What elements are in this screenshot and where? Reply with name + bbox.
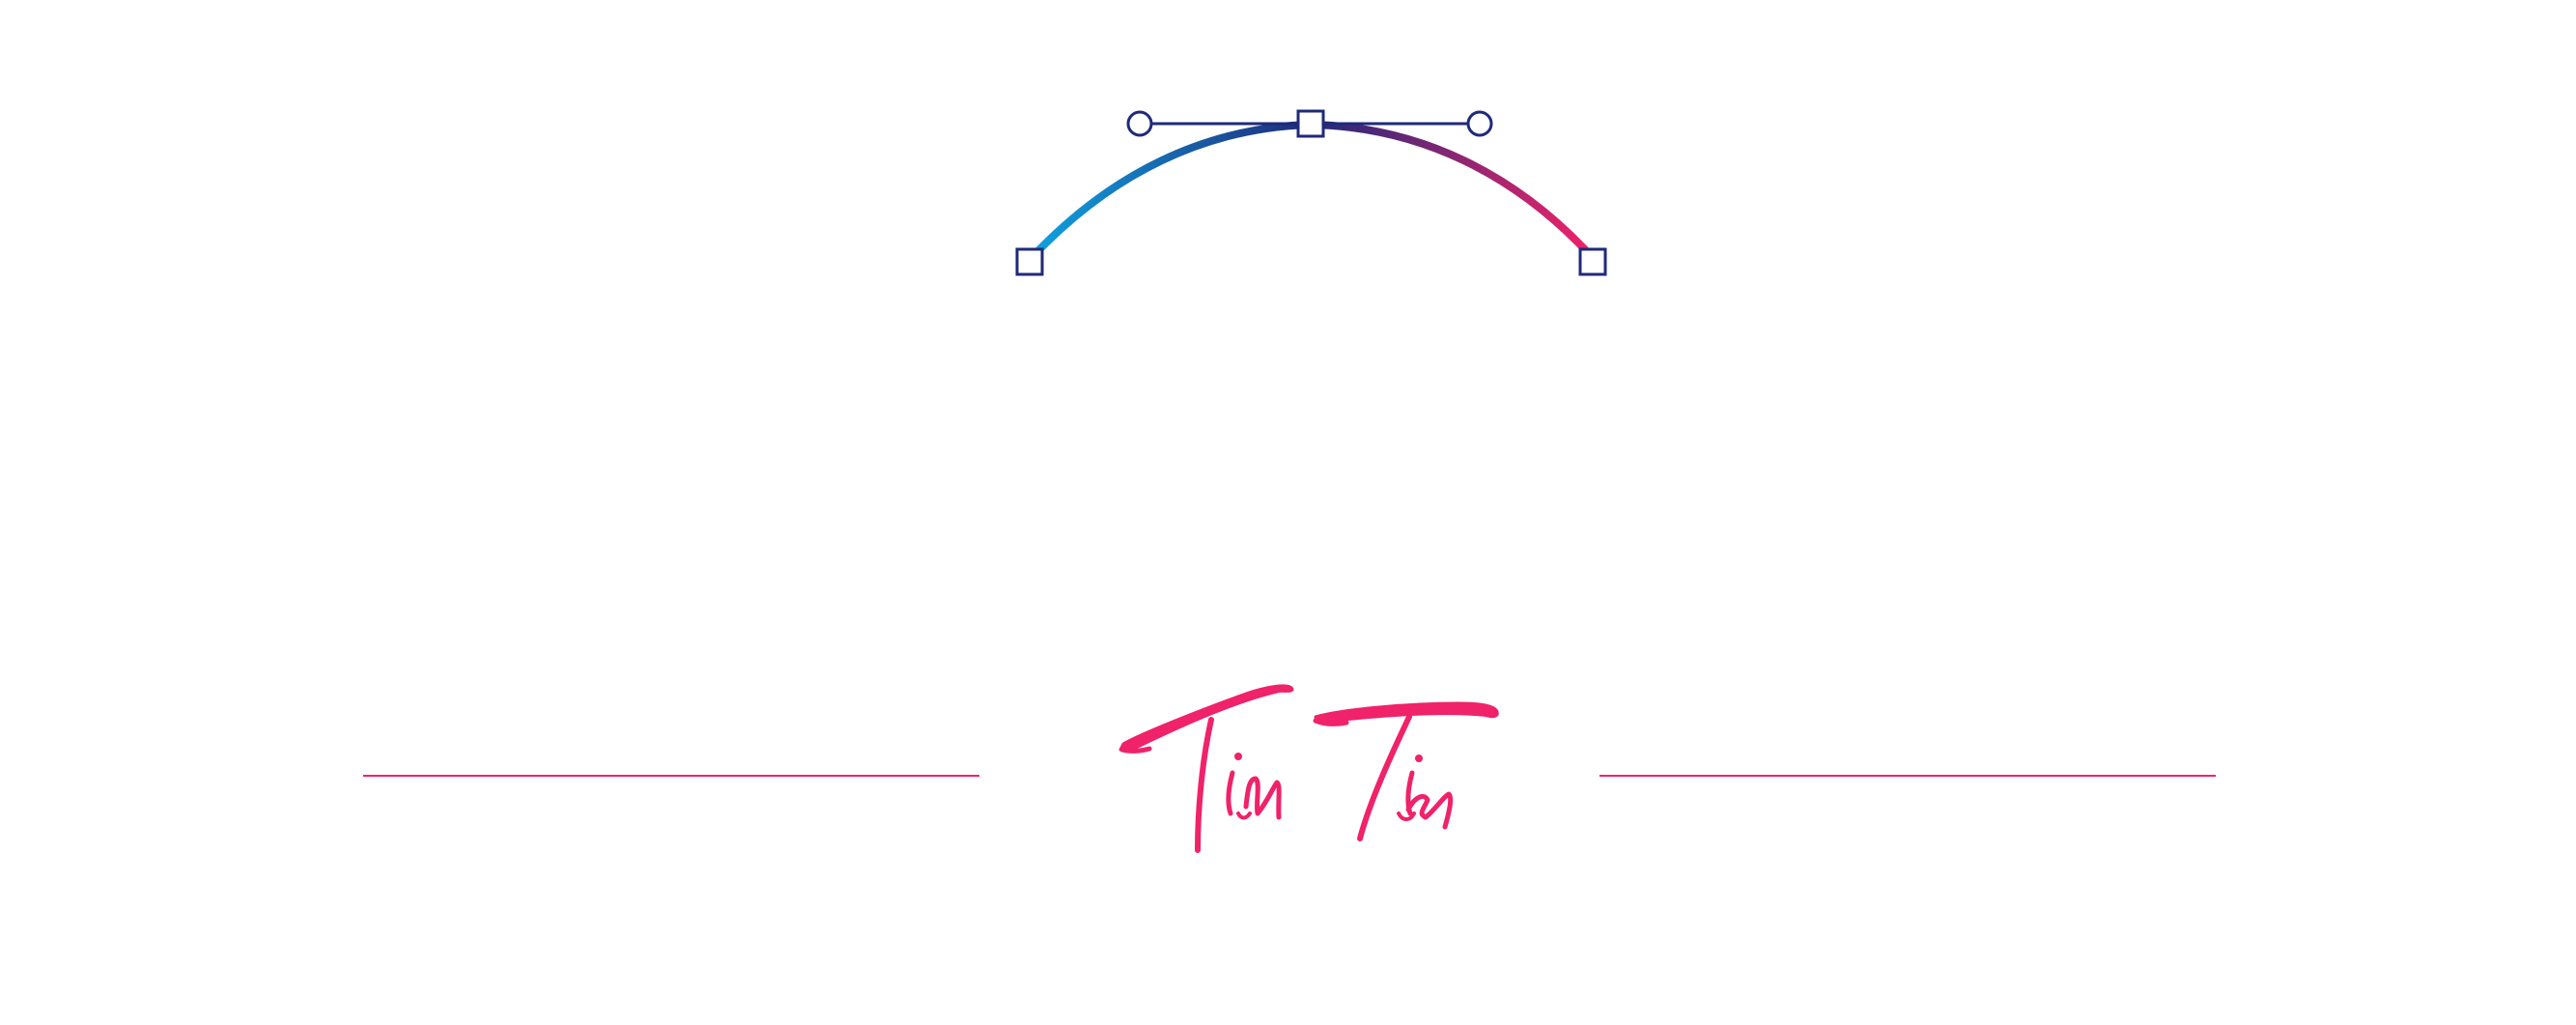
left-handle-knob[interactable] bbox=[1126, 110, 1153, 137]
tin-tin-wordmark bbox=[1118, 684, 1499, 853]
left-anchor-point[interactable] bbox=[1015, 247, 1044, 276]
gradient-arc bbox=[1025, 120, 1598, 265]
top-anchor-point[interactable] bbox=[1296, 109, 1325, 138]
right-anchor-point[interactable] bbox=[1578, 247, 1607, 276]
right-handle-knob[interactable] bbox=[1466, 110, 1493, 137]
bezier-curve-icon bbox=[1015, 109, 1607, 276]
